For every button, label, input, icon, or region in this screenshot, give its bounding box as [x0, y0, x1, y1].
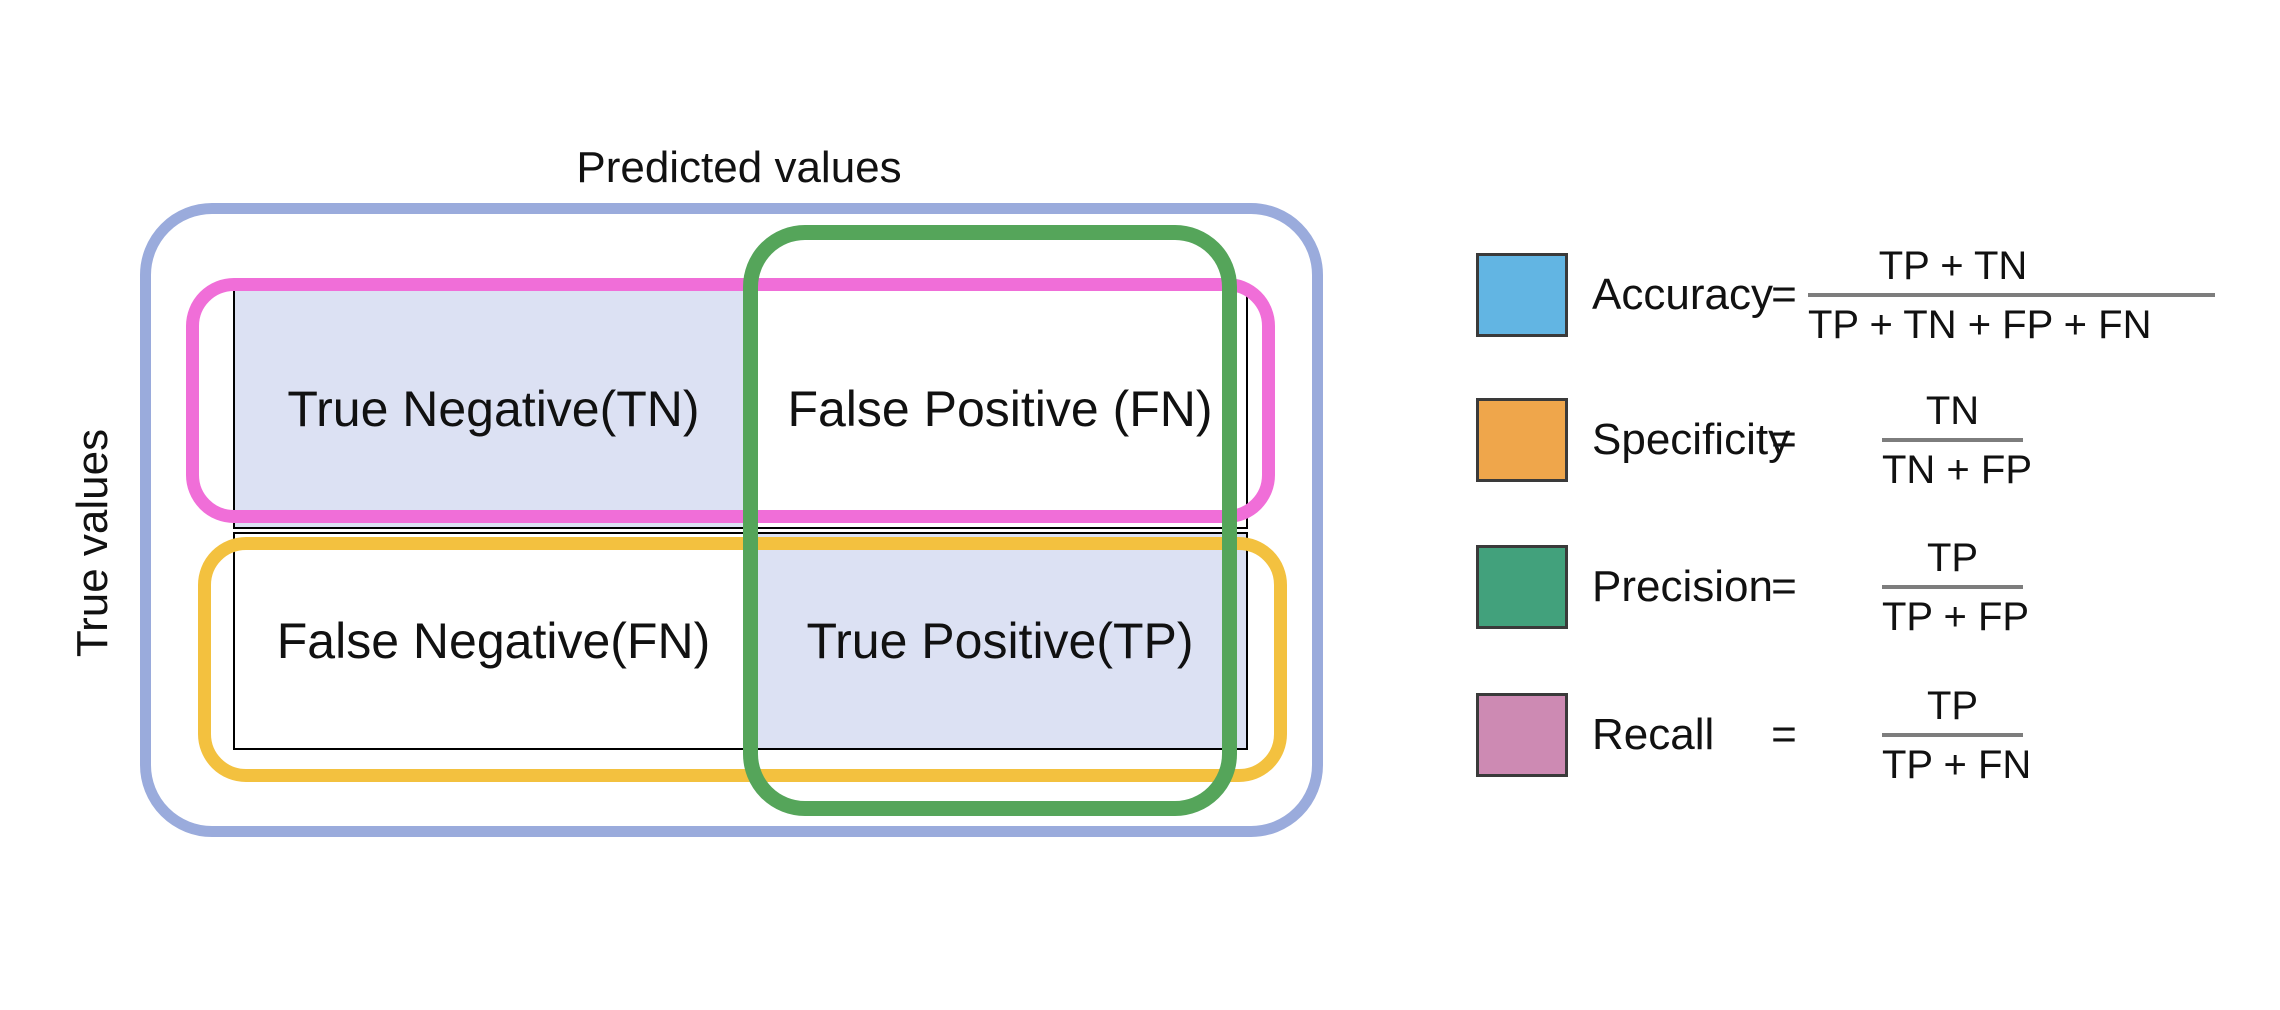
cell-false-negative: False Negative(FN)	[233, 532, 754, 750]
formula-denominator: TP + FN	[1882, 743, 2032, 787]
formula-numerator: TP + TN	[1878, 244, 2028, 288]
accuracy-label: Accuracy	[1592, 270, 1773, 319]
specificity-color-swatch	[1476, 398, 1568, 482]
precision-formula: TP TP + FP	[1882, 512, 2030, 662]
legend-row-accuracy: Accuracy = TP + TN TP + TN + FP + FN	[1476, 220, 2256, 370]
cell-true-positive: True Positive(TP)	[752, 532, 1248, 750]
formula-denominator: TN + FP	[1882, 448, 2033, 492]
cell-true-negative: True Negative(TN)	[233, 288, 754, 529]
equals-sign: =	[1771, 270, 1797, 319]
legend-row-recall: Recall = TP TP + FN	[1476, 660, 2256, 810]
precision-color-swatch	[1476, 545, 1568, 629]
accuracy-formula: TP + TN TP + TN + FP + FN	[1808, 220, 2215, 370]
fraction-bar	[1882, 585, 2023, 589]
equals-sign: =	[1771, 710, 1797, 759]
formula-numerator: TN	[1925, 389, 1980, 433]
fraction-bar	[1808, 293, 2215, 297]
formula-denominator: TP + TN + FP + FN	[1808, 303, 2152, 347]
specificity-formula: TN TN + FP	[1882, 365, 2033, 515]
specificity-label: Specificity	[1592, 415, 1791, 464]
precision-label: Precision	[1592, 562, 1773, 611]
legend-row-specificity: Specificity = TN TN + FP	[1476, 365, 2256, 515]
formula-denominator: TP + FP	[1882, 595, 2030, 639]
true-values-axis-label: True values	[68, 428, 117, 658]
recall-formula: TP TP + FN	[1882, 660, 2032, 810]
predicted-values-axis-label: Predicted values	[576, 143, 902, 192]
recall-color-swatch	[1476, 693, 1568, 777]
recall-label: Recall	[1592, 710, 1715, 759]
equals-sign: =	[1771, 415, 1797, 464]
fraction-bar	[1882, 438, 2023, 442]
formula-numerator: TP	[1926, 536, 1979, 580]
equals-sign: =	[1771, 562, 1797, 611]
accuracy-color-swatch	[1476, 253, 1568, 337]
formula-numerator: TP	[1926, 684, 1979, 728]
cell-false-positive: False Positive (FN)	[752, 288, 1248, 529]
legend-row-precision: Precision = TP TP + FP	[1476, 512, 2256, 662]
fraction-bar	[1882, 733, 2023, 737]
